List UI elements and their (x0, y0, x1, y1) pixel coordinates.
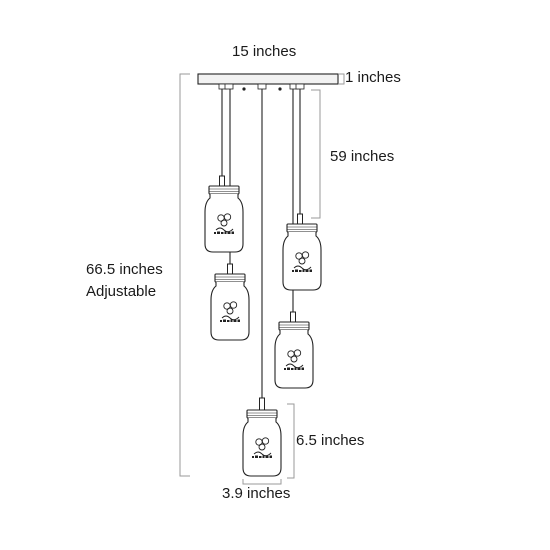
ceiling-canopy (197, 73, 339, 91)
jar-height-label: 6.5 inches (296, 432, 365, 449)
mason-jar-5 (242, 409, 282, 477)
overall-height-label: 66.5 inches (86, 261, 163, 278)
mason-jar-1 (204, 185, 244, 253)
mason-jar-2 (210, 273, 250, 341)
canopy-width-label: 15 inches (232, 43, 297, 60)
dimension-lines (179, 73, 345, 485)
cord-drop-label: 59 inches (330, 148, 395, 165)
jar-width-label: 3.9 inches (222, 485, 291, 502)
canopy-thickness-label: 1 inches (345, 69, 401, 86)
mason-jar-3 (282, 223, 322, 291)
mason-jar-4 (274, 321, 314, 389)
adjustable-note: Adjustable (86, 283, 157, 300)
